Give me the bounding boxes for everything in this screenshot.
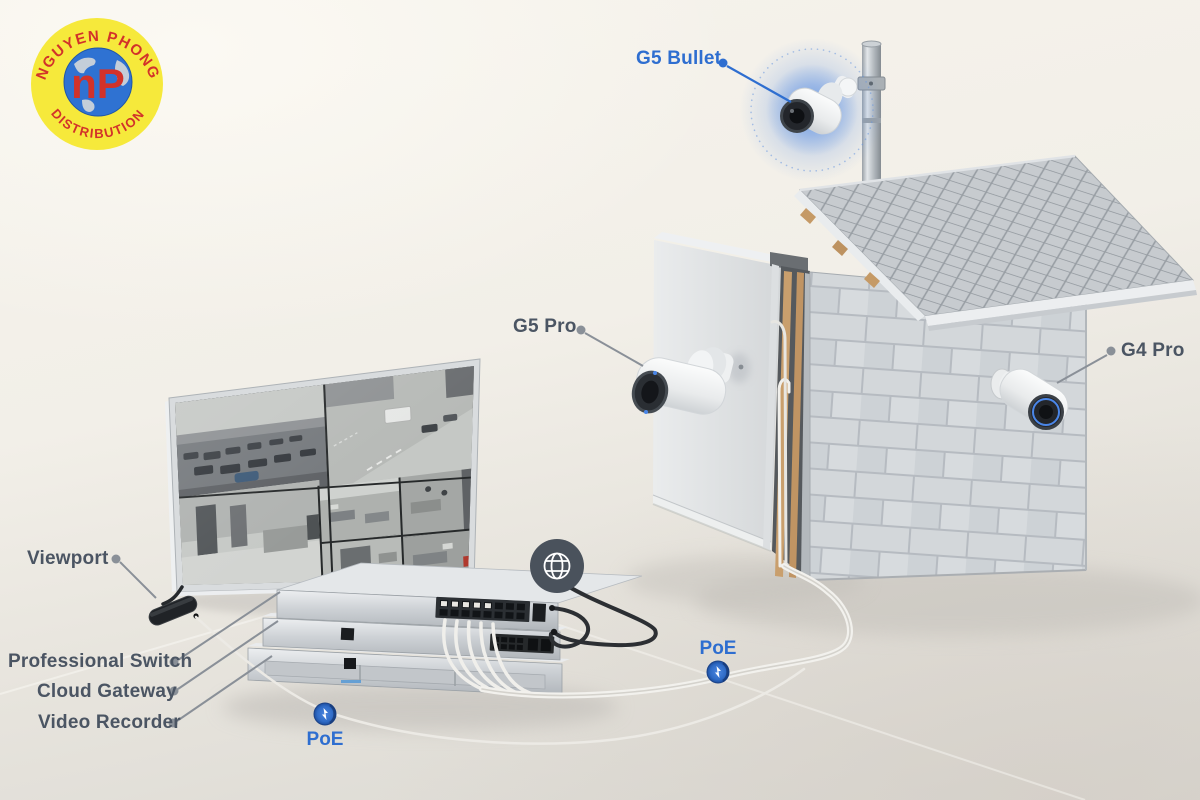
poe-badge-left [313, 702, 337, 726]
viewport-device [148, 585, 199, 626]
callout-g5-bullet: G5 Bullet [636, 48, 722, 69]
distributor-logo: nP NGUYEN PHONG DISTRIBUTION [22, 12, 172, 160]
poe-label-right: PoE [699, 638, 737, 659]
g4-pro-camera [990, 368, 1069, 430]
callout-g5-pro: G5 Pro [513, 316, 577, 337]
camera-feed-grid [175, 366, 474, 585]
lightning-bolt-icon [715, 666, 721, 678]
viewport-monitor [165, 358, 481, 596]
globe-icon [543, 552, 571, 580]
callout-cloud-gateway: Cloud Gateway [37, 681, 177, 702]
in-wall-cables [770, 320, 791, 568]
poe-cable-bundle [479, 563, 853, 699]
rafter-end [864, 272, 880, 288]
callout-professional-switch: Professional Switch [8, 651, 193, 672]
g5-bullet-camera [740, 38, 884, 182]
leader-g5-bullet [726, 65, 792, 103]
logo-monogram: nP [71, 60, 125, 107]
internet-cable [548, 583, 658, 649]
callout-video-recorder: Video Recorder [38, 712, 181, 733]
leader-lines-gray [119, 332, 1108, 722]
rafter-end [832, 240, 848, 256]
poe-label-left: PoE [306, 729, 344, 750]
switch-patch-cables [442, 618, 532, 695]
cables [194, 563, 853, 745]
rafter-end [800, 208, 816, 224]
viewport-cable [194, 615, 806, 745]
callout-viewport: Viewport [27, 548, 109, 569]
callout-leaders [111, 58, 1116, 728]
internet-globe-badge [530, 539, 584, 593]
logo-continents [74, 57, 130, 112]
poe-badge-right [706, 660, 730, 684]
roof [794, 154, 1197, 331]
wall-cutaway-cavity [763, 252, 810, 580]
lightning-bolt-icon [322, 708, 328, 720]
leader-dots-gray [111, 325, 1116, 728]
g5-pro-camera [631, 347, 734, 415]
callout-g4-pro: G4 Pro [1121, 340, 1185, 361]
